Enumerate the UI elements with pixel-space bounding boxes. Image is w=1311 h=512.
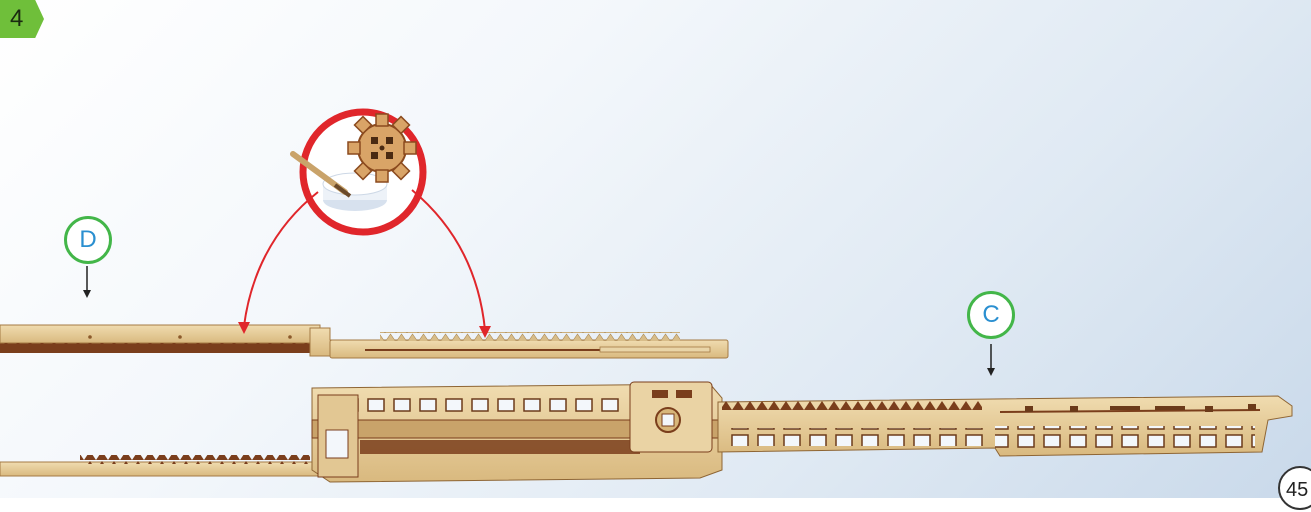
assembly-illustration bbox=[0, 0, 1311, 498]
pointer-head-d bbox=[83, 290, 91, 298]
step-number-badge: 4 bbox=[0, 0, 44, 38]
rack-part-d bbox=[0, 325, 728, 358]
rack-assembly-part-c bbox=[0, 382, 1292, 482]
gear-with-wax-and-pencil-icon bbox=[293, 112, 423, 232]
callout-c: C bbox=[967, 291, 1015, 339]
callout-d: D bbox=[64, 216, 112, 264]
pointer-head-c bbox=[987, 368, 995, 376]
page-number: 45 bbox=[1278, 466, 1311, 510]
